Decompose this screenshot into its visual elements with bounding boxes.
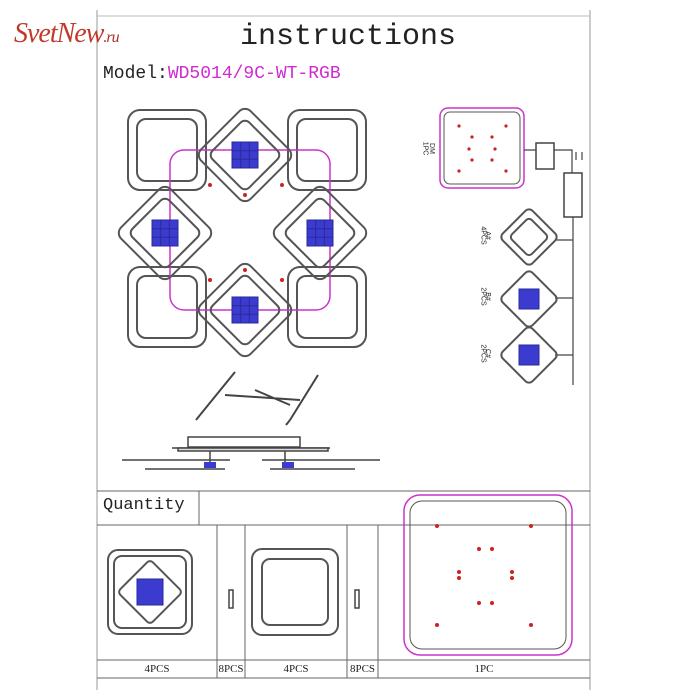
b-part-label: B# — [483, 292, 491, 301]
quantity-table — [97, 490, 590, 679]
dm-part-label: DM — [427, 143, 435, 154]
model-value: WD5014/9C-WT-RGB — [167, 64, 341, 84]
side-view — [122, 436, 380, 470]
a-part-label: A# — [483, 231, 491, 240]
mount-dots — [208, 183, 284, 282]
quantity-part-connector-1 — [228, 589, 234, 609]
led-modules — [151, 141, 334, 324]
quantity-part-connector-2 — [354, 589, 360, 609]
quantity-count-5: 1PC — [474, 663, 494, 675]
quantity-part-diamond-frame — [107, 549, 193, 635]
quantity-part-square-frame — [251, 548, 339, 636]
driver-module-dm — [439, 107, 583, 385]
frame-c — [500, 326, 558, 384]
frame-a — [500, 208, 558, 266]
page-title: instructions — [240, 20, 457, 54]
quantity-count-2: 8PCS — [218, 663, 244, 675]
quantity-count-3: 4PCS — [283, 663, 309, 675]
model-line: Model:WD5014/9C-WT-RGB — [103, 64, 341, 84]
quantity-part-base-plate — [403, 494, 573, 656]
quantity-count-1: 4PCS — [144, 663, 170, 675]
c-part-label: C# — [483, 349, 491, 358]
site-logo: SvetNew.ru — [14, 18, 120, 49]
quantity-heading: Quantity — [103, 496, 185, 515]
quantity-count-4: 8PCS — [349, 663, 376, 675]
mounting-bracket — [195, 371, 319, 426]
frame-b — [500, 270, 558, 328]
